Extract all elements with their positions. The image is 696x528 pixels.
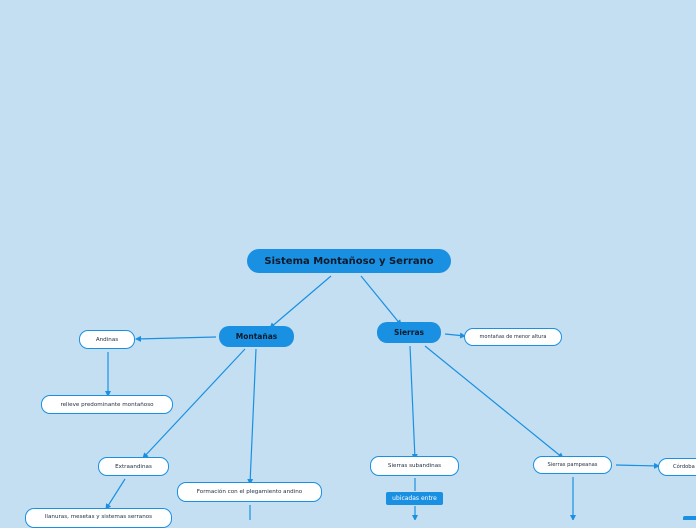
connector-root-sierras xyxy=(360,275,402,326)
relation-ubicadas-entre[interactable]: ubicadas entre xyxy=(386,492,443,505)
connector-montanas-andinas xyxy=(135,335,217,342)
topic-sierras-label: Sierras xyxy=(394,328,424,337)
topic-sierras-subandinas-label: Sierras subandinas xyxy=(387,463,442,469)
topic-andinas-label: Andinas xyxy=(95,336,119,343)
connector-root-montanas xyxy=(269,275,332,329)
topic-andinas[interactable]: Andinas xyxy=(79,330,135,349)
topic-menor-altura-label: montañas de menor altura xyxy=(479,334,547,340)
connector-sierras-pampeanas xyxy=(424,345,564,459)
topic-relieve-label: relieve predominante montañoso xyxy=(60,401,154,408)
topic-extraandinas[interactable]: Extraandinas xyxy=(98,457,169,476)
topic-sierras-subandinas[interactable]: Sierras subandinas xyxy=(370,456,459,476)
topic-cordoba[interactable]: Córdoba xyxy=(658,458,696,476)
root-topic[interactable]: Sistema Montañoso y Serrano xyxy=(247,249,451,273)
topic-sierras-pampeanas[interactable]: Sierras pampeanas xyxy=(533,456,612,474)
topic-formacion-label: Formación con el plegamiento andino xyxy=(196,489,303,495)
root-topic-label: Sistema Montañoso y Serrano xyxy=(264,255,434,267)
topic-sierras[interactable]: Sierras xyxy=(377,322,441,343)
connector-sierras-subandinas xyxy=(409,345,418,460)
connector-montanas-extraandinas xyxy=(142,348,246,459)
connector-extraandinas-llanuras xyxy=(105,478,126,510)
topic-llanuras[interactable]: llanuras, mesetas y sistemas serranos xyxy=(25,508,172,528)
topic-menor-altura[interactable]: montañas de menor altura xyxy=(464,328,562,346)
relation-ubicadas-entre-label: ubicadas entre xyxy=(392,495,437,502)
connector-pampeanas-cordoba xyxy=(615,462,660,469)
offscreen-topic-fragment xyxy=(683,516,696,520)
topic-relieve[interactable]: relieve predominante montañoso xyxy=(41,395,173,414)
topic-cordoba-label: Córdoba xyxy=(673,464,695,470)
connector-montanas-formacion xyxy=(247,348,257,485)
topic-montanas[interactable]: Montañas xyxy=(219,326,294,347)
topic-llanuras-label: llanuras, mesetas y sistemas serranos xyxy=(44,514,153,520)
topic-extraandinas-label: Extraandinas xyxy=(115,463,152,470)
topic-formacion[interactable]: Formación con el plegamiento andino xyxy=(177,482,322,502)
connector-sierras-menor-altura xyxy=(444,332,466,339)
topic-montanas-label: Montañas xyxy=(235,332,278,341)
topic-sierras-pampeanas-label: Sierras pampeanas xyxy=(547,462,598,468)
